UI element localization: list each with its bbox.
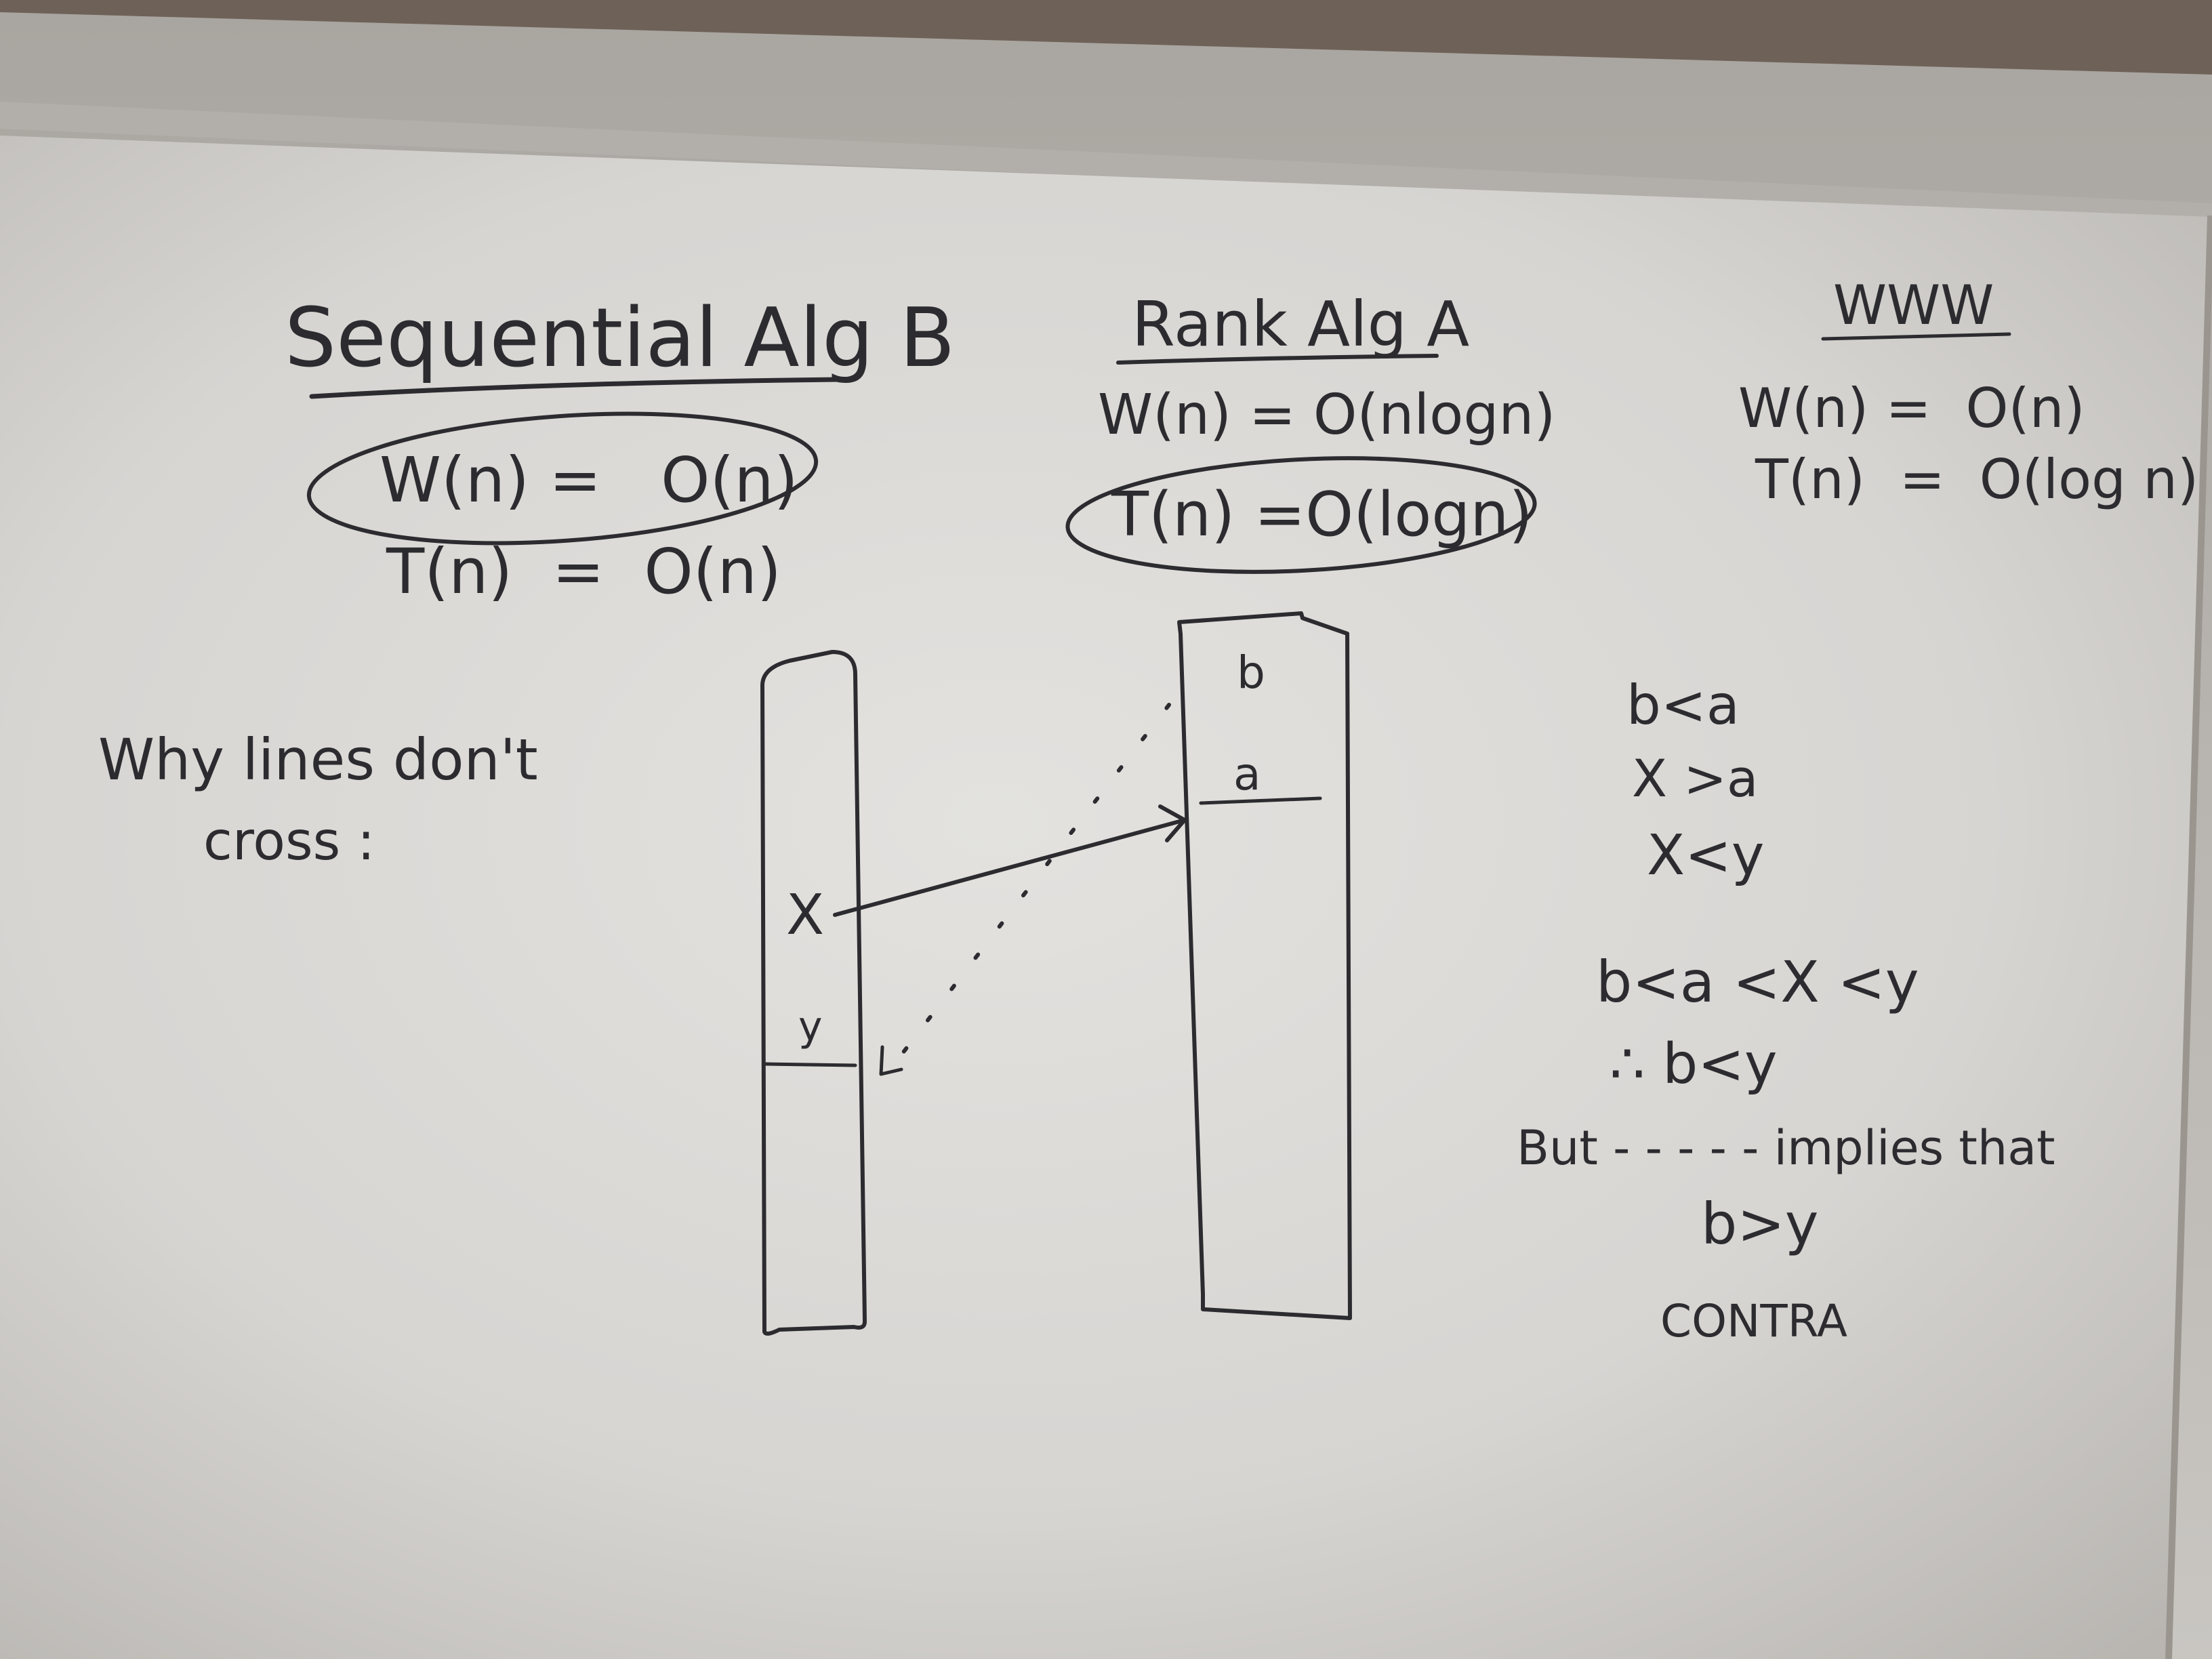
circle-time-rank	[1065, 456, 1537, 574]
left-array: X y	[760, 650, 867, 1336]
whiteboard-surface	[0, 136, 2212, 1659]
work-rank: W(n) = O(nlogn)	[1098, 383, 1555, 447]
column-www: WWW W(n) = O(n) T(n) = O(log n)	[1738, 274, 2198, 511]
marker-tray	[0, 102, 2212, 224]
frame-right-edge	[2165, 215, 2212, 1659]
right-divider	[1199, 796, 1322, 805]
right-array-outline	[1177, 611, 1352, 1320]
left-divider	[764, 1062, 857, 1067]
circle-work-sequential	[306, 411, 819, 546]
arrowhead-y	[879, 1045, 903, 1076]
but-line: But - - - - - implies that	[1517, 1120, 2055, 1176]
heading-sequential: Sequential Alg B	[285, 291, 956, 386]
right-label-b: b	[1237, 647, 1265, 699]
left-array-outline	[760, 650, 867, 1336]
question-line-2: cross :	[203, 811, 375, 872]
work-sequential: W(n) = O(n)	[380, 444, 798, 516]
arrow-x-to-a	[833, 818, 1187, 917]
right-label-a: a	[1233, 748, 1261, 800]
therefore: ∴ b<y	[1610, 1032, 1778, 1097]
chain: b<a <X <y	[1596, 949, 1919, 1015]
column-sequential: Sequential Alg B W(n) = O(n) T(n) = O(n)	[285, 291, 956, 608]
fact-3: X<y	[1647, 823, 1764, 888]
heading-underline	[309, 377, 840, 399]
arrows	[833, 703, 1187, 1076]
heading-underline	[1821, 332, 2011, 341]
column-rank: Rank Alg A W(n) = O(nlogn) T(n) =O(logn)	[1065, 288, 1555, 574]
left-label-y: y	[798, 1003, 823, 1050]
proof: b<a X >a X<y b<a <X <y ∴ b<y But - - - -…	[1517, 674, 2055, 1347]
time-rank: T(n) =O(logn)	[1111, 479, 1533, 550]
conclusion: CONTRA	[1660, 1295, 1847, 1347]
arrowhead-a	[1158, 804, 1187, 842]
heading-www: WWW	[1833, 274, 1994, 337]
time-sequential: T(n) = O(n)	[386, 535, 781, 608]
result: b>y	[1701, 1191, 1818, 1257]
right-array: b a	[1177, 611, 1352, 1320]
question: Why lines don't cross :	[98, 726, 538, 872]
heading-rank: Rank Alg A	[1132, 288, 1469, 361]
heading-underline	[1116, 354, 1439, 365]
work-www: W(n) = O(n)	[1738, 377, 2085, 440]
fact-1: b<a	[1626, 674, 1740, 737]
time-www: T(n) = O(log n)	[1755, 448, 2198, 511]
dotted-line-b-to-y	[887, 703, 1171, 1073]
question-line-1: Why lines don't	[98, 726, 538, 793]
fact-2: X >a	[1632, 748, 1758, 808]
left-label-x: X	[786, 883, 824, 947]
